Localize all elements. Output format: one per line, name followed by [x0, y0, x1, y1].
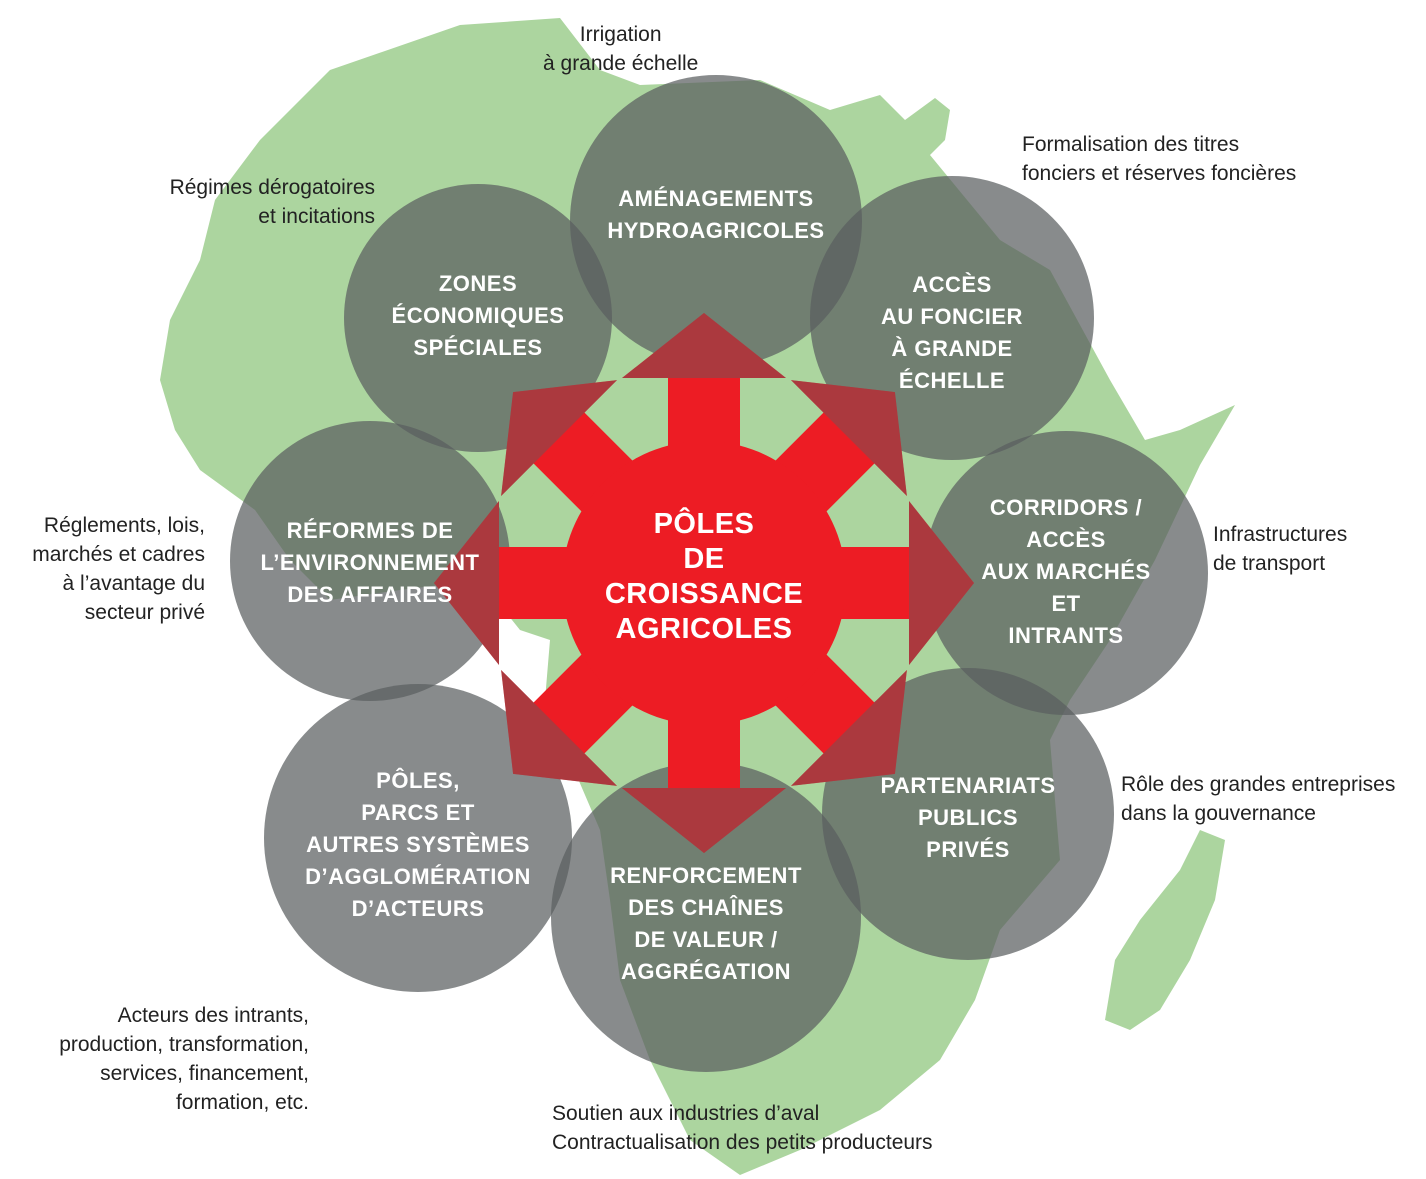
note-infrastructures-line: de transport: [1213, 552, 1326, 575]
note-role: Rôle des grandes entreprises dans la gou…: [1121, 770, 1395, 828]
node-label-line: RENFORCEMENT: [610, 863, 802, 888]
labels-layer: AMÉNAGEMENTS HYDROAGRICOLES ACCÈS AU FONCIE…: [261, 186, 1151, 984]
arrow-down-left-overlap: [501, 670, 617, 786]
node-label-line: ÉCONOMIQUES: [392, 303, 565, 328]
node-label-line: AGGRÉGATION: [621, 959, 791, 984]
node-circle-renforcement: [551, 762, 861, 1072]
node-label-line: DES CHAÎNES: [628, 895, 784, 920]
note-soutien-line: Soutien aux industries d’aval: [552, 1102, 820, 1125]
node-label-line: ÉCHELLE: [899, 368, 1005, 393]
center-label-line: DE: [683, 543, 724, 575]
node-circle-acces-foncier: [810, 176, 1094, 460]
node-label-line: INTRANTS: [1008, 623, 1123, 648]
node-circle-zones: [344, 184, 612, 452]
node-label-line: HYDROAGRICOLES: [607, 218, 824, 243]
node-label-line: AMÉNAGEMENTS: [618, 186, 813, 211]
note-irrigation-line: à grande échelle: [543, 52, 699, 75]
node-label-line: AUTRES SYSTÈMES: [306, 832, 530, 857]
note-soutien-line: Contractualisation des petits producteur…: [552, 1131, 933, 1154]
center-label-line: CROISSANCE: [605, 578, 803, 610]
node-label-reformes: RÉFORMES DE L’ENVIRONNEMENT DES AFFAIRES: [261, 518, 480, 607]
node-label-line: PRIVÉS: [926, 837, 1010, 862]
node-label-line: PUBLICS: [918, 805, 1018, 830]
note-acteurs-line: services, financement,: [100, 1062, 309, 1085]
note-reglements-line: secteur privé: [84, 601, 205, 624]
node-label-line: SPÉCIALES: [413, 335, 542, 360]
node-label-line: CORRIDORS /: [990, 495, 1142, 520]
note-reglements-line: Réglements, lois,: [43, 514, 205, 537]
node-label-line: AUX MARCHÉS: [981, 559, 1150, 584]
node-label-line: D’ACTEURS: [352, 896, 485, 921]
center-label-line: AGRICOLES: [616, 613, 793, 645]
center-circle: [562, 441, 846, 725]
node-label-line: PARCS ET: [361, 800, 475, 825]
node-label-partenariats: PARTENARIATS PUBLICS PRIVÉS: [880, 773, 1055, 862]
node-label-line: À GRANDE: [891, 336, 1012, 361]
node-label-poles-parcs: PÔLES, PARCS ET AUTRES SYSTÈMES D’AGGLOMÉRA…: [305, 768, 531, 921]
note-acteurs-line: production, transformation,: [59, 1033, 309, 1056]
node-label-line: DES AFFAIRES: [287, 582, 452, 607]
arrow-right: [824, 501, 974, 665]
note-soutien: Soutien aux industries d’aval Contractua…: [552, 1099, 933, 1157]
node-circle-reformes: [230, 421, 510, 701]
note-acteurs-line: Acteurs des intrants,: [117, 1004, 309, 1027]
node-label-line: DE VALEUR /: [634, 927, 777, 952]
center-label-line: PÔLES: [654, 506, 755, 540]
node-label-line: ACCÈS: [1026, 527, 1106, 552]
arrow-down-overlap: [622, 788, 786, 853]
note-role-line: Rôle des grandes entreprises: [1121, 773, 1396, 796]
arrow-up-right-overlap: [791, 380, 907, 496]
arrow-right-overlap: [909, 501, 974, 665]
note-regimes: Régimes dérogatoires et incitations: [170, 173, 375, 231]
note-formalisation: Formalisation des titres fonciers et rés…: [1022, 130, 1296, 188]
note-role-line: dans la gouvernance: [1121, 802, 1316, 825]
note-reglements: Réglements, lois, marchés et cadres à l’…: [32, 511, 205, 627]
note-irrigation: Irrigation à grande échelle: [543, 20, 698, 78]
node-label-line: D’AGGLOMÉRATION: [305, 864, 531, 889]
node-label-line: L’ENVIRONNEMENT: [261, 550, 480, 575]
arrow-up: [622, 313, 786, 463]
node-label-line: ZONES: [439, 271, 517, 296]
node-circle-corridors: [924, 431, 1208, 715]
circles-layer: [230, 75, 1208, 1072]
node-label-line: RÉFORMES DE: [287, 518, 454, 543]
node-label-line: ET: [1051, 591, 1080, 616]
arrow-up-left-overlap: [501, 380, 617, 496]
note-reglements-line: à l’avantage du: [62, 572, 205, 595]
node-label-line: PARTENARIATS: [880, 773, 1055, 798]
arrow-left-overlap: [434, 501, 499, 665]
arrow-down-right-overlap: [791, 670, 907, 786]
note-acteurs-line: formation, etc.: [175, 1091, 309, 1114]
note-formalisation-line: Formalisation des titres: [1022, 133, 1240, 156]
note-reglements-line: marchés et cadres: [32, 543, 205, 566]
node-label-zones: ZONES ÉCONOMIQUES SPÉCIALES: [392, 271, 565, 360]
note-acteurs: Acteurs des intrants, production, transf…: [59, 1001, 309, 1117]
node-label-line: ACCÈS: [912, 272, 992, 297]
note-regimes-line: et incitations: [258, 205, 375, 228]
node-label-renforcement: RENFORCEMENT DES CHAÎNES DE VALEUR / AGGRÉG…: [610, 863, 802, 984]
node-label-corridors: CORRIDORS / ACCÈS AUX MARCHÉS ET INTRANTS: [981, 495, 1150, 648]
arrow-left: [434, 501, 584, 665]
note-regimes-line: Régimes dérogatoires: [169, 176, 375, 199]
note-irrigation-line: Irrigation: [579, 23, 662, 46]
note-infrastructures-line: Infrastructures: [1213, 523, 1348, 546]
node-label-line: PÔLES,: [376, 768, 460, 793]
node-label-acces-foncier: ACCÈS AU FONCIER À GRANDE ÉCHELLE: [881, 272, 1023, 393]
note-formalisation-line: fonciers et réserves foncières: [1022, 162, 1297, 185]
node-circle-poles-parcs: [264, 684, 572, 992]
node-label-amenagements: AMÉNAGEMENTS HYDROAGRICOLES: [607, 186, 824, 243]
node-label-line: AU FONCIER: [881, 304, 1023, 329]
node-circle-amenagements: [570, 75, 862, 367]
arrow-down: [622, 703, 786, 853]
arrow-up-overlap: [622, 313, 786, 378]
note-infrastructures: Infrastructures de transport: [1213, 520, 1347, 578]
